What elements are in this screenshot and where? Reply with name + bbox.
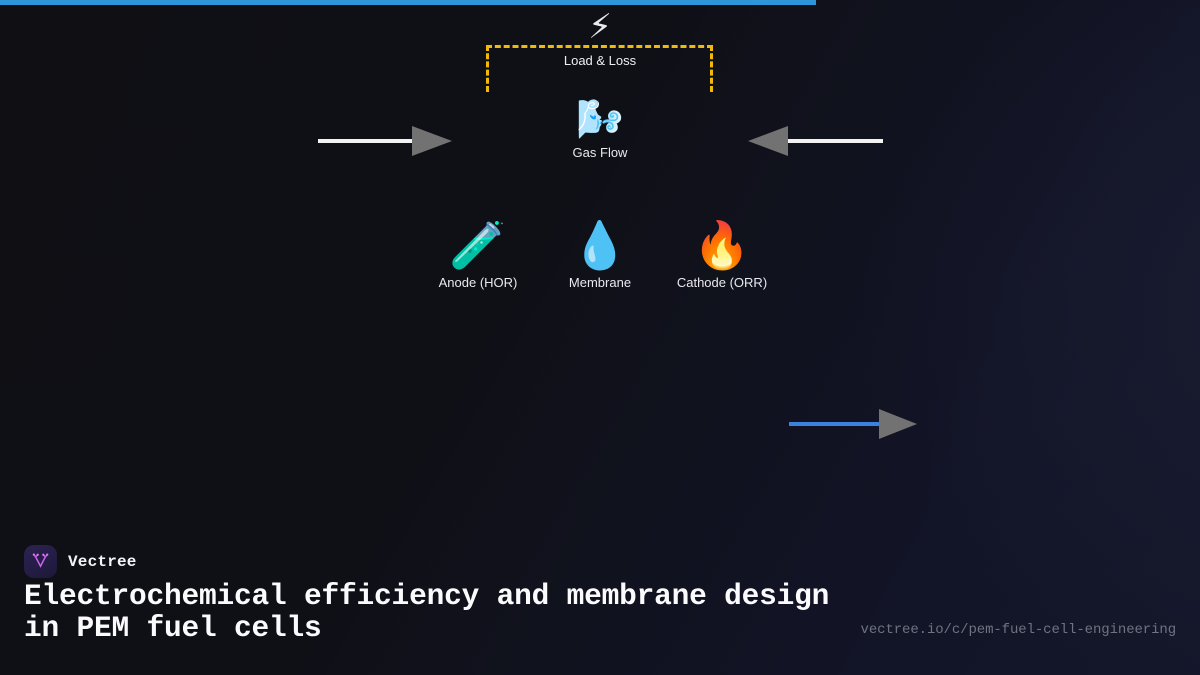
test-tube-icon: 🧪 [449,218,507,272]
node-membrane-label: Membrane [568,275,632,290]
arrow-head-right-icon [879,409,917,439]
node-cathode: 🔥 Cathode (ORR) [622,222,822,290]
vectree-logo-icon [24,545,57,578]
progress-bar-track [0,0,1200,5]
fire-icon: 🔥 [693,218,751,272]
lightning-bolt-icon: ⚡ [588,7,612,47]
load-and-loss-label: Load & Loss [563,53,637,68]
brand-row: Vectree [24,545,137,578]
page-title: Electrochemical efficiency and membrane … [24,579,830,645]
node-lightning-bolt: ⚡ [500,10,700,44]
node-cathode-label: Cathode (ORR) [676,275,768,290]
arrow-outlet-flow [748,126,883,156]
node-anode-label: Anode (HOR) [438,275,518,290]
arrow-shaft [789,422,881,426]
arrow-product-output [789,409,919,439]
arrow-shaft [787,139,883,143]
node-gas-flow-label: Gas Flow [572,145,628,160]
fuel-cell-diagram: Load & Loss ⚡ 🌬️ Gas Flow 🧪 Anode (HOR) … [318,10,919,439]
brand-name: Vectree [68,552,137,571]
arrow-shaft [318,139,414,143]
arrow-head-left-icon [748,126,788,156]
arrow-head-right-icon [412,126,452,156]
node-gas-flow: 🌬️ Gas Flow [500,100,700,160]
node-membrane: 💧 Membrane [500,222,700,290]
node-anode: 🧪 Anode (HOR) [378,222,578,290]
arrow-inlet-flow [318,126,452,156]
footer-url: vectree.io/c/pem-fuel-cell-engineering [860,622,1177,638]
wind-face-icon: 🌬️ [576,97,624,141]
progress-bar-fill [0,0,816,5]
water-droplet-icon: 💧 [571,218,629,272]
